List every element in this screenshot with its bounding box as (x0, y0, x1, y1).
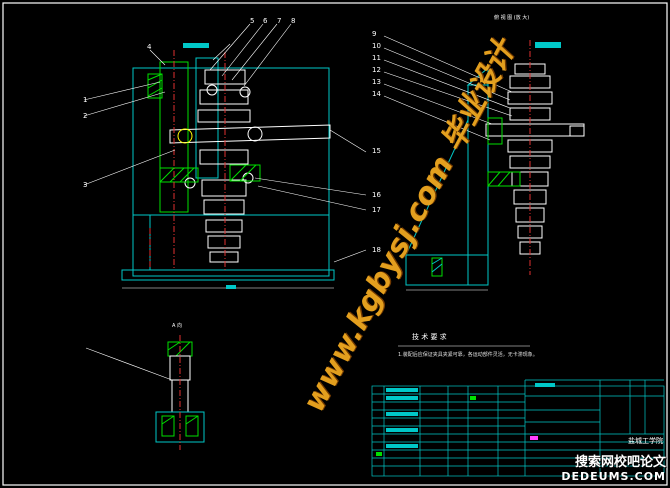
bottom-watermark-line1: 搜索网校吧论文 (574, 455, 666, 470)
fixture-body (132, 67, 330, 277)
tech-requirements-text: 1.装配后应保证夹具夹紧可靠，各运动部件灵活，无卡滞现象。 (398, 352, 538, 358)
clamp-lever (169, 124, 331, 144)
part-label: 9 (372, 30, 377, 38)
part-label: 10 (372, 42, 381, 50)
bottom-watermark-line2: DEDEUMS.COM (561, 470, 666, 483)
part-label: 14 (372, 90, 381, 98)
part-label: 13 (372, 78, 381, 86)
side-base (405, 254, 489, 286)
part-label: 11 (372, 54, 381, 62)
parts-list-table (371, 379, 665, 477)
part-label: 3 (83, 181, 88, 189)
title-block-name: 盐城工学院 (628, 437, 663, 445)
part-label: 18 (372, 246, 381, 254)
part-label: 1 (83, 96, 88, 104)
part-label: 7 (277, 17, 282, 25)
part-label: 15 (372, 147, 381, 155)
side-view (383, 35, 585, 291)
part-label: 2 (83, 112, 88, 120)
part-label: 17 (372, 206, 381, 214)
front-view (83, 23, 367, 289)
bottom-watermark: 搜索网校吧论文 DEDEUMS.COM (561, 456, 666, 484)
part-label: 4 (147, 43, 152, 51)
part-label: 8 (291, 17, 296, 25)
workpiece (197, 69, 251, 263)
fixture-base (121, 269, 335, 281)
tech-requirements-title: 技 术 要 求 (412, 333, 447, 341)
side-view-title: 俯 视 图 (放 大) (494, 15, 530, 21)
part-label: 6 (263, 17, 268, 25)
detail-view-title: A 向 (172, 323, 183, 329)
part-label: 16 (372, 191, 381, 199)
part-label: 12 (372, 66, 381, 74)
part-label: 5 (250, 17, 255, 25)
detail-view (85, 335, 205, 450)
